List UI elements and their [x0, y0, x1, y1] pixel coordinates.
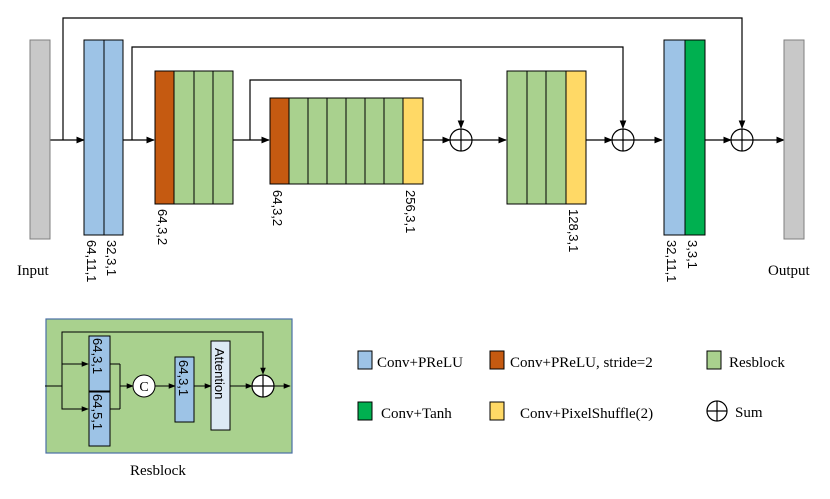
rb-attention-label: Attention — [212, 348, 227, 399]
resblock-layer — [288, 97, 309, 185]
resblock-layer — [364, 97, 385, 185]
conv-prelu-stride2-layer — [154, 70, 175, 205]
sum-node-1 — [449, 128, 473, 152]
stage1-group — [154, 70, 234, 205]
sum-node-2 — [611, 128, 635, 152]
conv-prelu-layer-1 — [83, 39, 105, 236]
param-down2: 64,3,2 — [270, 190, 285, 226]
resblock-layer — [307, 97, 328, 185]
rb-conv-bottom — [88, 391, 111, 447]
legend-label-resblock: Resblock — [729, 355, 785, 371]
resblock-layer — [506, 70, 528, 205]
rb-attention-block — [210, 340, 231, 431]
skip-stage1-to-sum1 — [249, 79, 465, 140]
legend-swatch-resblock — [706, 350, 722, 370]
rb-branch-bottom — [61, 386, 89, 412]
rb-conv-top — [88, 335, 111, 392]
param-first-b: 32,3,1 — [104, 240, 119, 276]
rb-concat-symbol: C — [139, 380, 148, 395]
rb-skip-line — [61, 331, 266, 386]
legend-label-sum: Sum — [735, 405, 763, 421]
first-conv-group — [83, 39, 124, 236]
resblock-layer — [545, 70, 567, 205]
rb-conv-top-label: 64,3,1 — [90, 338, 105, 374]
sum-node-3 — [730, 128, 754, 152]
param-shuffle-b: 128,3,1 — [566, 209, 581, 252]
skip-conv1-to-sum2 — [131, 46, 627, 140]
input-block — [29, 39, 51, 240]
conv-prelu-stride2-layer — [269, 97, 290, 185]
legend-label-conv-prelu-stride2: Conv+PReLU, stride=2 — [510, 355, 653, 371]
param-first-a: 64,11,1 — [84, 240, 99, 282]
last-conv-group — [663, 39, 706, 236]
param-last-a: 32,11,1 — [664, 240, 679, 282]
legend-label-conv-tanh: Conv+Tanh — [381, 406, 452, 422]
legend-label-conv-prelu: Conv+PReLU — [377, 355, 463, 371]
param-down1: 64,3,2 — [155, 209, 170, 245]
stage3-group — [506, 70, 587, 205]
skip-input-to-sum3 — [62, 17, 746, 140]
resblock-detail-panel: 64,3,1 64,5,1 C 64,3,1 Attention — [45, 318, 293, 454]
output-block — [783, 39, 805, 240]
legend-sum-icon — [706, 400, 728, 422]
conv-pixelshuffle-layer — [565, 70, 587, 205]
conv-pixelshuffle-layer — [402, 97, 424, 185]
resblock-caption: Resblock — [130, 463, 186, 479]
conv-prelu-layer-2 — [103, 39, 124, 236]
rb-conv-mid-label: 64,3,1 — [176, 360, 191, 396]
output-label: Output — [768, 263, 811, 279]
input-label: Input — [17, 263, 49, 279]
legend-swatch-conv-pixelshuffle — [489, 401, 505, 421]
connections — [50, 17, 785, 144]
param-last-b: 3,3,1 — [685, 240, 700, 269]
rb-conv-mid — [174, 356, 195, 423]
resblock-layer — [526, 70, 547, 205]
resblock-layer — [173, 70, 195, 205]
legend: Conv+PReLU Conv+PReLU, stride=2 Resblock… — [357, 350, 785, 422]
legend-swatch-conv-tanh — [357, 401, 373, 421]
rb-concat-node — [132, 374, 156, 398]
param-shuffle-a: 256,3,1 — [403, 190, 418, 233]
rb-conv-bottom-label: 64,5,1 — [90, 394, 105, 430]
legend-swatch-conv-prelu-stride2 — [489, 350, 505, 370]
resblock-layer — [383, 97, 404, 185]
rb-sum-node — [251, 374, 275, 398]
resblock-layer — [212, 70, 234, 205]
resblock-layer — [326, 97, 347, 185]
legend-label-conv-pixelshuffle: Conv+PixelShuffle(2) — [520, 406, 653, 422]
stage2-group — [269, 97, 424, 185]
resblock-layer — [345, 97, 366, 185]
conv-tanh-layer — [684, 39, 706, 236]
legend-swatch-conv-prelu — [357, 350, 373, 370]
conv-prelu-layer-last — [663, 39, 686, 236]
resblock-layer — [193, 70, 214, 205]
